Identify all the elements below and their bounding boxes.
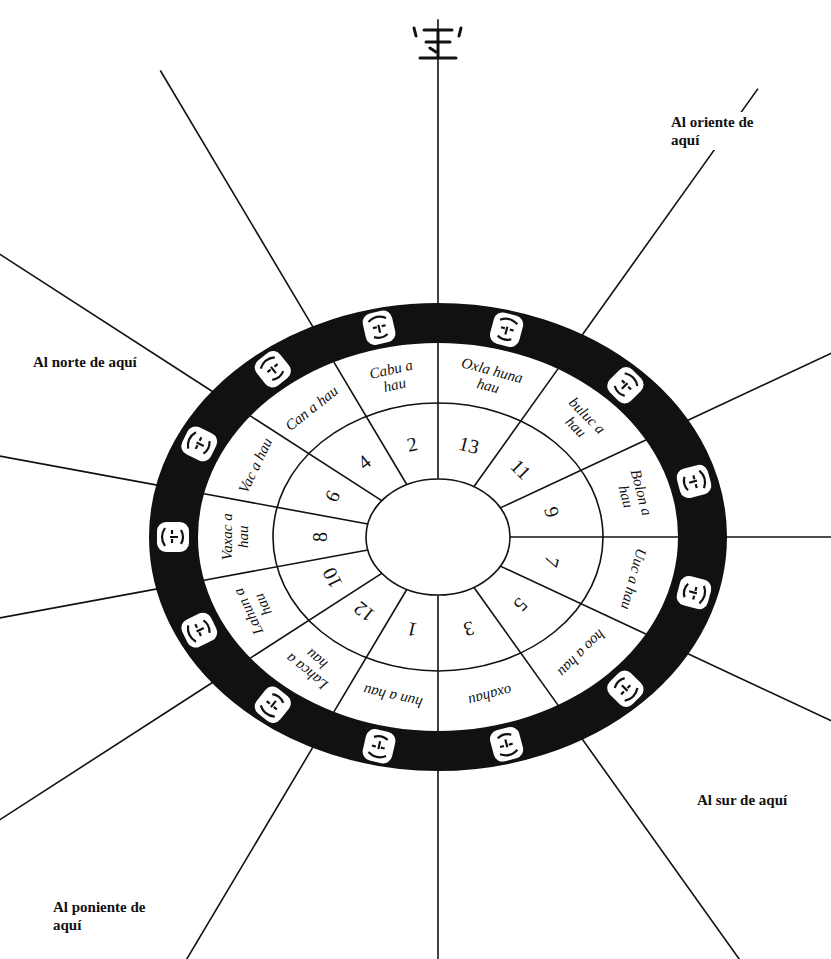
day-glyph [603,667,647,711]
spoke-line [0,214,213,392]
day-glyph [251,347,294,391]
sector-lines [204,343,678,731]
direction-label: Al oriente de aquí [668,112,784,150]
spoke-line [582,739,758,959]
sector-line [437,343,439,479]
katun-name: Vaxac a hau [220,504,252,570]
spoke-line [437,19,439,304]
spoke-line [687,654,831,796]
day-glyph [178,610,220,651]
spoke-line [160,70,313,327]
spoke-lines [0,19,831,959]
direction-label: Al poniente de aquí [50,897,166,935]
direction-label: Al norte de aquí [30,352,146,372]
day-glyph [488,725,525,764]
spoke-line [687,278,831,420]
katun-name-cell: Vaxac a hau [220,504,252,570]
direction-label: Al sur de aquí [694,790,810,810]
day-glyph [675,574,714,611]
spoke-line [0,589,157,652]
sector-line [510,536,678,538]
spoke-line [0,682,213,860]
day-glyphs [157,309,713,765]
katun-number: 8 [310,520,330,554]
sector-line [437,595,439,731]
katun-number-cell: 8 [310,520,330,554]
spoke-line [437,770,439,959]
glyph-band [150,304,726,770]
day-glyph [361,727,397,765]
day-glyph [178,423,220,464]
wheel-rim [150,304,726,770]
day-glyph [251,683,294,727]
day-glyph [603,363,647,407]
spoke-line [160,747,313,959]
day-glyph [675,463,714,500]
top-glyph [414,28,461,58]
spoke-line [726,536,831,538]
day-glyph [157,522,189,552]
center-circle [366,479,510,595]
day-glyph [488,310,525,349]
spoke-line [0,422,157,485]
day-glyph [361,309,397,347]
